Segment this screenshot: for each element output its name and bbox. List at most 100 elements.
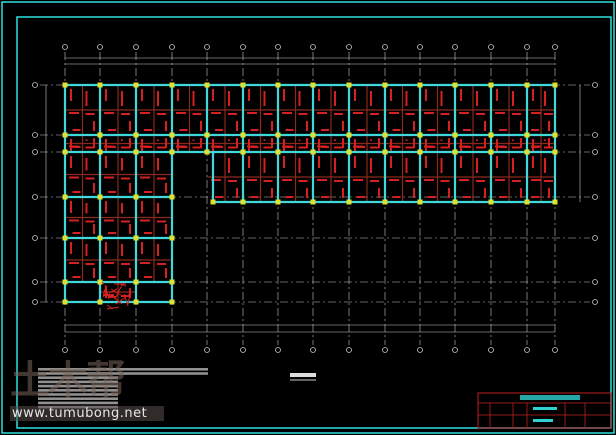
column [97, 132, 103, 138]
axis-bubble [32, 194, 38, 200]
axis-bubble [592, 194, 598, 200]
column [524, 199, 530, 205]
axis-bubble [524, 347, 530, 353]
column [488, 149, 494, 155]
column [417, 132, 423, 138]
column [133, 194, 139, 200]
general-notes-line [38, 384, 118, 388]
column [488, 82, 494, 88]
stair-hatch [111, 295, 123, 305]
title-block [477, 392, 612, 429]
general-notes-line [38, 376, 118, 379]
column [62, 299, 68, 305]
column [97, 82, 103, 88]
column [133, 82, 139, 88]
axis-bubble [417, 44, 423, 50]
column [382, 149, 388, 155]
column [346, 132, 352, 138]
general-notes-line [38, 380, 118, 384]
axis-bubble [592, 149, 598, 155]
column [133, 235, 139, 241]
general-notes-line [38, 397, 118, 400]
axis-bubble [97, 44, 103, 50]
column [133, 132, 139, 138]
title-block-drawing-name [533, 407, 557, 410]
watermark-url: www.tumubong.net [10, 406, 164, 421]
column [169, 194, 175, 200]
axis-bubble [62, 347, 68, 353]
column [133, 279, 139, 285]
axis-bubble [32, 299, 38, 305]
stair-hatch [108, 288, 118, 294]
axis-bubble [488, 347, 494, 353]
axis-bubble [524, 44, 530, 50]
stair-hatch [102, 288, 106, 298]
axis-bubble [592, 299, 598, 305]
column [240, 82, 246, 88]
column [62, 132, 68, 138]
general-notes-line [38, 368, 208, 371]
column [552, 149, 558, 155]
axis-bubble [133, 347, 139, 353]
axis-bubble [133, 44, 139, 50]
column [552, 132, 558, 138]
inner-frame [16, 16, 612, 429]
column [62, 82, 68, 88]
title-block-project [520, 395, 580, 400]
column [417, 149, 423, 155]
column [382, 132, 388, 138]
axis-bubble [452, 347, 458, 353]
watermark-logo: 土木帮 [10, 360, 124, 400]
column [210, 199, 216, 205]
column [240, 149, 246, 155]
column [133, 149, 139, 155]
column [204, 132, 210, 138]
column [275, 132, 281, 138]
axis-bubble [62, 44, 68, 50]
axis-bubble [417, 347, 423, 353]
column [552, 82, 558, 88]
column [62, 149, 68, 155]
column [524, 149, 530, 155]
column [417, 82, 423, 88]
stair-hatch [110, 288, 122, 296]
axis-bubble [592, 132, 598, 138]
axis-bubble [169, 44, 175, 50]
stair-hatch [127, 293, 131, 305]
column [169, 299, 175, 305]
column [133, 299, 139, 305]
axis-bubble [32, 235, 38, 241]
axis-bubble [204, 44, 210, 50]
column [275, 82, 281, 88]
column [62, 279, 68, 285]
column [275, 199, 281, 205]
column [452, 132, 458, 138]
column [382, 199, 388, 205]
column [97, 235, 103, 241]
axis-bubble [240, 347, 246, 353]
drawing-title [290, 373, 316, 377]
axis-bubble [310, 347, 316, 353]
column [488, 132, 494, 138]
column [452, 82, 458, 88]
axis-bubble [169, 347, 175, 353]
stair-hatch [114, 282, 124, 300]
column [310, 132, 316, 138]
column [310, 199, 316, 205]
axis-bubble [382, 44, 388, 50]
column [240, 199, 246, 205]
column [310, 82, 316, 88]
axis-bubble [275, 44, 281, 50]
axis-bubble [32, 132, 38, 138]
axis-bubble [488, 44, 494, 50]
column [452, 149, 458, 155]
axis-bubble [592, 82, 598, 88]
axis-bubble [346, 44, 352, 50]
column [97, 194, 103, 200]
stair-hatch [104, 284, 110, 300]
column [275, 149, 281, 155]
column [240, 132, 246, 138]
column [62, 194, 68, 200]
column [204, 149, 210, 155]
